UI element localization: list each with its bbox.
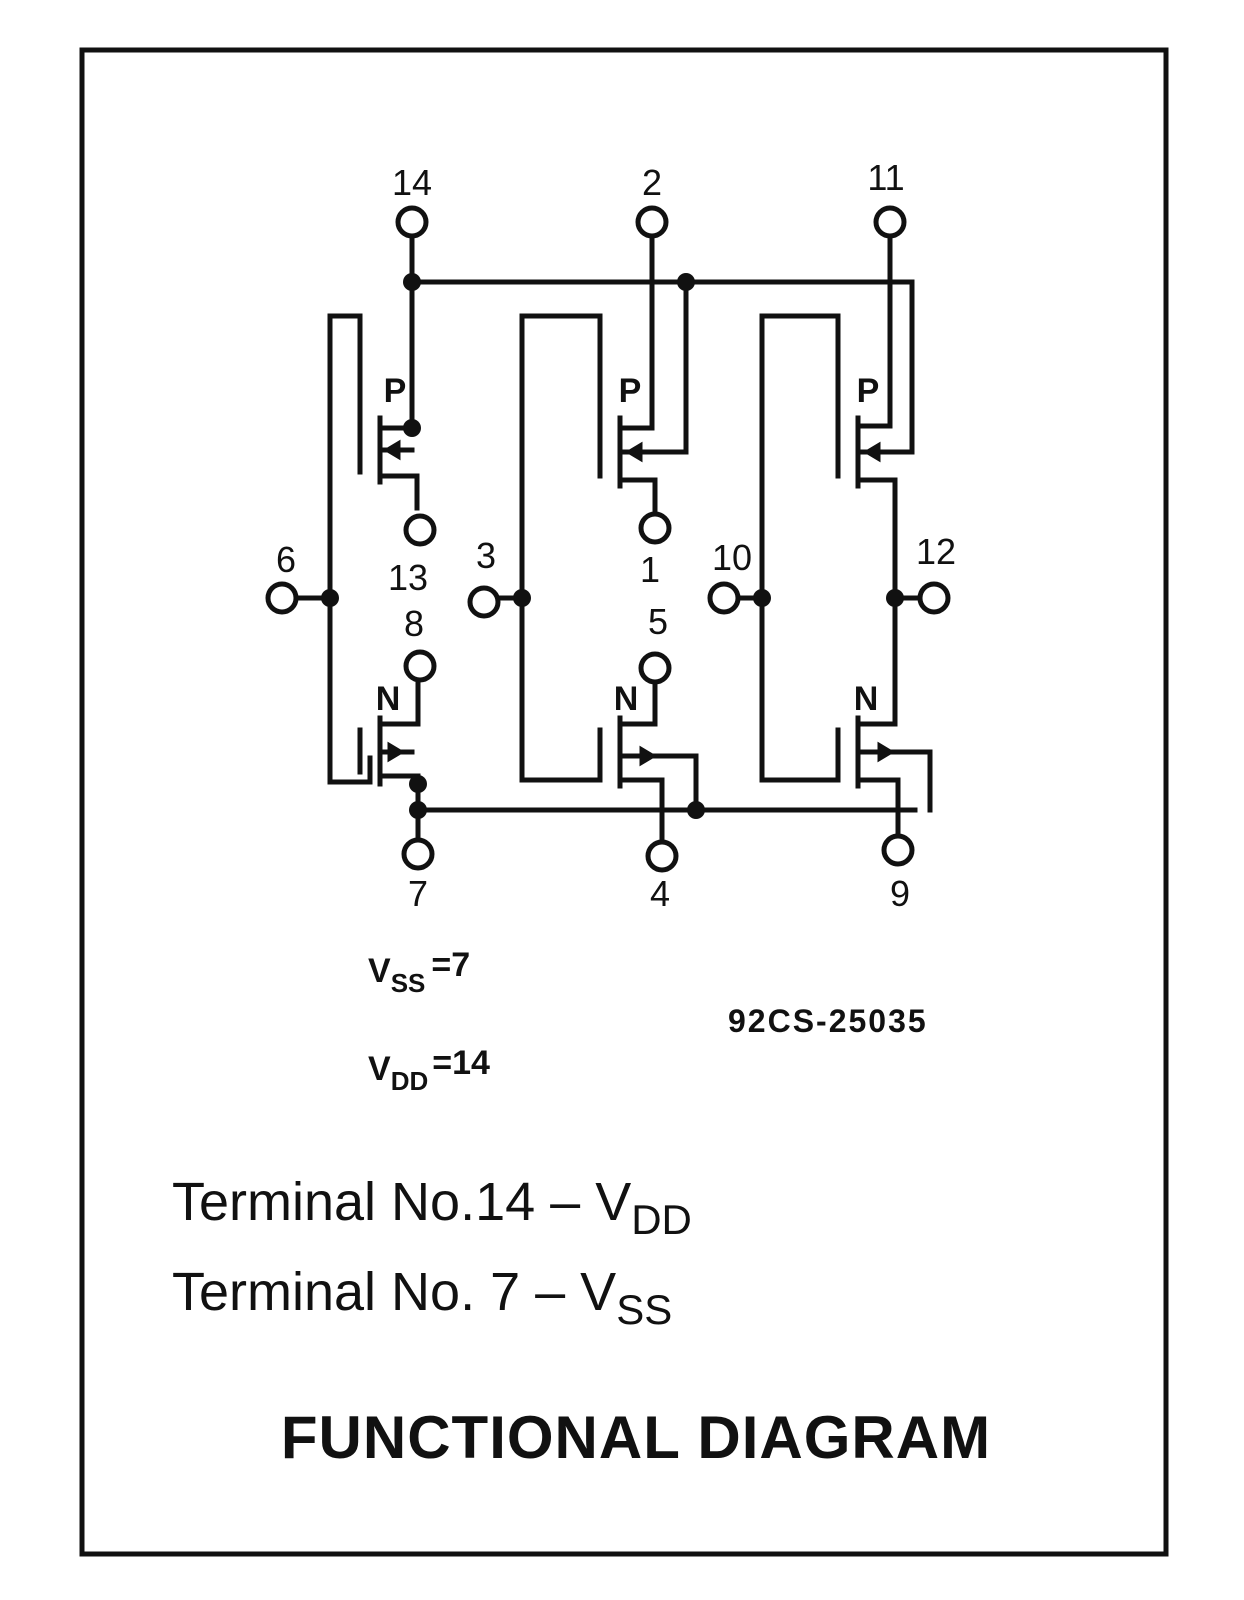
diagram-title: FUNCTIONAL DIAGRAM xyxy=(281,1404,991,1471)
terminal-line-vss-sub: SS xyxy=(616,1286,672,1333)
pin-label-6: 6 xyxy=(276,539,296,580)
terminal-14 xyxy=(395,205,429,239)
vss-note-sub: SS xyxy=(391,968,426,998)
terminal-4 xyxy=(645,839,679,873)
p1-arrow xyxy=(383,439,401,461)
pin-label-10: 10 xyxy=(712,537,752,578)
terminal-1 xyxy=(638,511,672,545)
pin-label-11: 11 xyxy=(867,157,904,198)
p2-body-wire xyxy=(617,279,655,431)
n3-drain xyxy=(855,595,898,727)
junction-pin3 xyxy=(513,589,531,607)
pin-label-3: 3 xyxy=(476,535,496,576)
pin-label-14: 14 xyxy=(392,162,432,203)
gate2-wire xyxy=(519,313,603,783)
p1-drain xyxy=(377,473,420,511)
p3-drain xyxy=(855,477,898,601)
n2-body xyxy=(617,753,699,813)
junction-vss-2 xyxy=(687,801,705,819)
figure-code: 92CS-25035 xyxy=(728,1003,928,1039)
vss-note-main: V xyxy=(368,952,391,990)
vdd-note-value: =14 xyxy=(432,1044,490,1082)
diagram-border xyxy=(79,47,1169,1557)
terminal-13 xyxy=(403,513,437,547)
n2-arrow xyxy=(639,745,657,767)
pin-label-7: 7 xyxy=(408,873,428,914)
circuit xyxy=(293,234,933,845)
junction-pin6 xyxy=(321,589,339,607)
p3-src-wire xyxy=(855,279,893,429)
terminal-8 xyxy=(403,649,437,683)
terminal-3 xyxy=(467,585,501,619)
vdd-note: VDD=14 xyxy=(368,1044,490,1096)
junction-vdd-1 xyxy=(403,273,421,291)
type-label-p1: P xyxy=(384,372,407,410)
n2-src xyxy=(617,777,665,813)
junction-vss-1 xyxy=(409,801,427,819)
gate3-wire xyxy=(759,313,841,783)
pin-label-12: 12 xyxy=(916,531,956,572)
n2-drain xyxy=(617,683,658,727)
terminal-11 xyxy=(873,205,907,239)
pin-label-1: 1 xyxy=(640,549,660,590)
terminal-line-vdd-text: Terminal No.14 – V xyxy=(172,1172,631,1232)
junction-vdd-2 xyxy=(677,273,695,291)
p3-arrow xyxy=(863,441,881,463)
terminal-line-vdd-sub: DD xyxy=(631,1196,692,1243)
vss-note-value: =7 xyxy=(431,946,470,984)
type-label-p2: P xyxy=(619,372,642,410)
n3-src xyxy=(855,777,901,813)
terminal-7 xyxy=(401,837,435,871)
p2-arrow xyxy=(625,441,643,463)
terminal-10 xyxy=(707,581,741,615)
junction-pin12 xyxy=(886,589,904,607)
junction-p1-src xyxy=(403,419,421,437)
junction-pin10 xyxy=(753,589,771,607)
p2-drain xyxy=(617,477,658,515)
vdd-note-main: V xyxy=(368,1050,391,1088)
terminal-line-vss: Terminal No. 7 – VSS xyxy=(172,1262,672,1333)
pin-label-9: 9 xyxy=(890,873,910,914)
terminal-line-vdd: Terminal No.14 – VDD xyxy=(172,1172,692,1243)
terminal-5 xyxy=(638,651,672,685)
pin-label-4: 4 xyxy=(650,873,670,914)
junctions xyxy=(321,273,904,819)
type-label-n3: N xyxy=(854,680,879,718)
type-label-p3: P xyxy=(857,372,880,410)
n1-drain xyxy=(377,681,421,727)
type-label-n2: N xyxy=(614,680,639,718)
pin-label-13: 13 xyxy=(388,557,428,598)
gate1-wire xyxy=(327,313,373,785)
vss-note: VSS=7 xyxy=(368,946,470,998)
terminal-6 xyxy=(265,581,299,615)
n1-arrow xyxy=(387,741,405,763)
type-label-n1: N xyxy=(376,680,401,718)
terminal-line-vss-text: Terminal No. 7 – V xyxy=(172,1262,616,1322)
pin-label-5: 5 xyxy=(648,601,668,642)
pin-label-8: 8 xyxy=(404,603,424,644)
pin-terminals xyxy=(265,205,951,873)
terminal-2 xyxy=(635,205,669,239)
terminal-12 xyxy=(917,581,951,615)
n3-arrow xyxy=(877,741,895,763)
junction-n1-src xyxy=(409,775,427,793)
pin-label-2: 2 xyxy=(642,162,662,203)
terminal-9 xyxy=(881,833,915,867)
vdd-note-sub: DD xyxy=(391,1066,429,1096)
